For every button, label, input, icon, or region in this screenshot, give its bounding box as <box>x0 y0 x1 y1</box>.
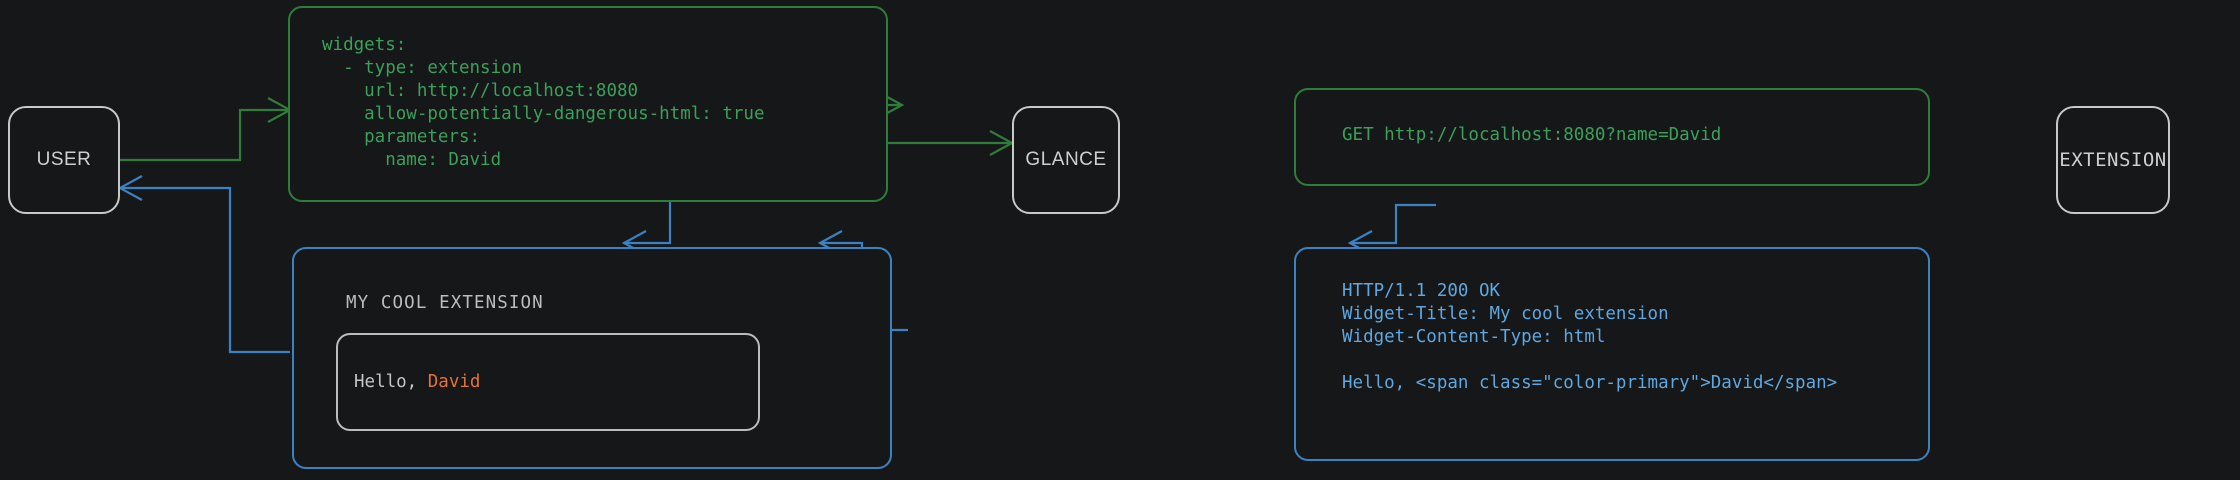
panel-http-response[interactable]: HTTP/1.1 200 OK Widget-Title: My cool ex… <box>1294 247 1930 461</box>
http-request-code: GET http://localhost:8080?name=David <box>1342 125 1722 145</box>
node-extension[interactable]: EXTENSION <box>2056 106 2170 214</box>
node-glance[interactable]: GLANCE <box>1012 106 1120 214</box>
panel-http-request[interactable]: GET http://localhost:8080?name=David <box>1294 88 1930 186</box>
http-response-code: HTTP/1.1 200 OK Widget-Title: My cool ex… <box>1342 281 1838 393</box>
widget-preview-greeting: Hello, <box>354 372 428 392</box>
widget-preview-card: Hello, David <box>336 333 760 431</box>
panel-config-yaml[interactable]: widgets: - type: extension url: http://l… <box>288 6 888 202</box>
connector-user-to-config <box>120 97 293 162</box>
panel-widget-preview[interactable]: MY COOL EXTENSION Hello, David <box>292 247 892 469</box>
widget-preview-body: Hello, David <box>338 372 480 392</box>
widget-preview-title: MY COOL EXTENSION <box>346 293 544 313</box>
connector-widget-to-user <box>117 175 290 354</box>
node-glance-label: GLANCE <box>1025 149 1107 170</box>
config-yaml-code: widgets: - type: extension url: http://l… <box>322 35 765 170</box>
widget-preview-name: David <box>427 372 481 392</box>
node-user-label: USER <box>36 149 92 170</box>
node-extension-label: EXTENSION <box>2059 149 2167 171</box>
node-user[interactable]: USER <box>8 106 120 214</box>
